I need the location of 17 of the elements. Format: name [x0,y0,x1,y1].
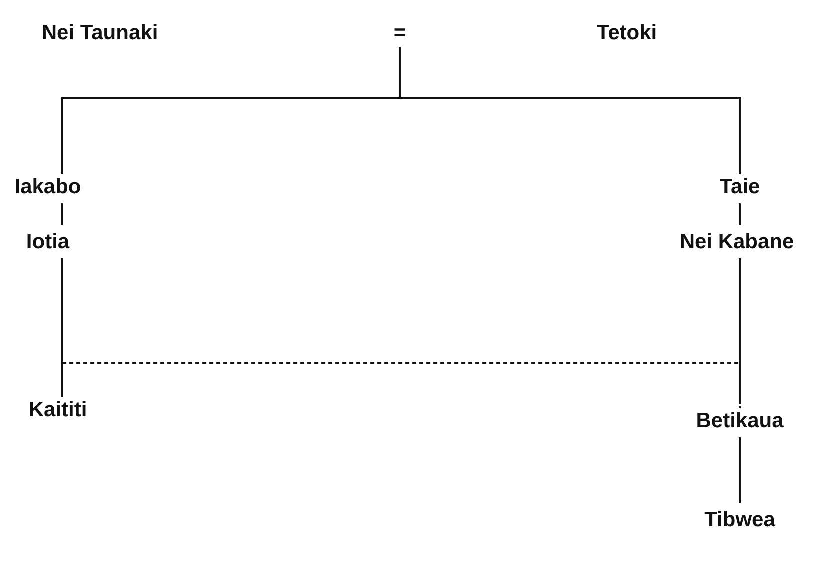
person-name: Nei Kabane [678,229,796,255]
descent-line [61,258,63,394]
person-name: Taie [718,174,762,200]
person-name: Iotia [24,229,72,255]
descent-line [61,204,63,226]
descent-line [739,204,741,226]
descent-line [399,48,741,174]
descent-line [739,258,741,404]
dashed-relationship-line [61,362,741,408]
person-name: Tetoki [594,20,660,46]
person-name: = [392,20,408,46]
person-name: Kaititi [26,397,90,423]
person-name: Tibwea [702,507,778,533]
person-name: Iakabo [12,174,84,200]
person-name: Nei Taunaki [40,20,160,46]
descent-line [739,438,741,504]
person-name: Betikaua [694,408,786,434]
